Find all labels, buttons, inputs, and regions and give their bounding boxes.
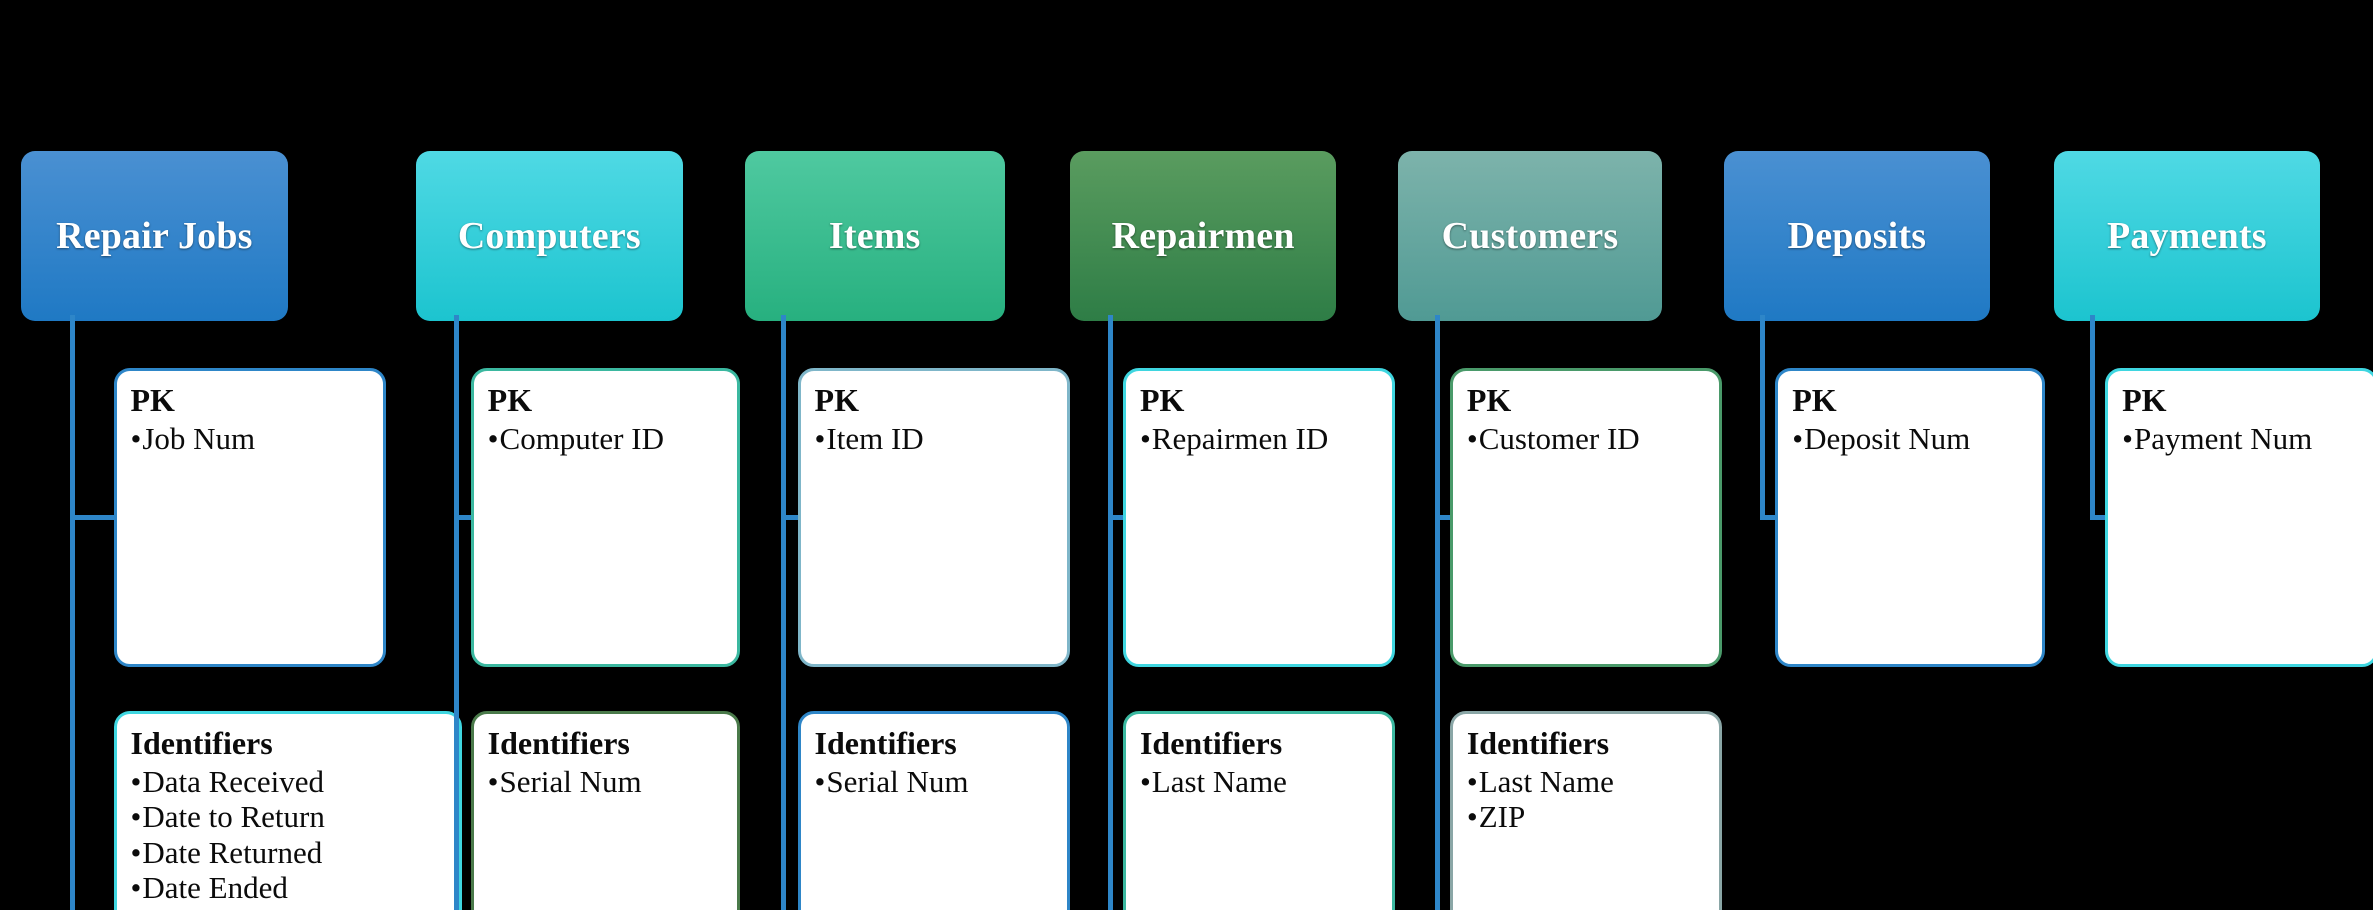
attribute-card-title: Identifiers	[130, 725, 273, 762]
entity-header-payments[interactable]: Payments	[2053, 151, 2321, 321]
attribute-card-identifiers[interactable]: IdentifiersData ReceivedDate to ReturnDa…	[113, 711, 462, 910]
attribute-list: Last Name	[1140, 764, 1382, 799]
attribute-item: Payment Num	[2122, 421, 2364, 456]
attribute-list: Computer ID	[488, 421, 727, 456]
attribute-list: Serial Num	[488, 764, 727, 799]
attribute-list: Last NameZIP	[1467, 764, 1709, 835]
connector-stub	[2089, 514, 2115, 520]
attribute-card-identifiers[interactable]: IdentifiersLast Name	[1122, 711, 1396, 910]
attribute-card-title: PK	[1139, 381, 1185, 418]
connector-stub	[780, 514, 807, 520]
attribute-item: ZIP	[1467, 799, 1709, 834]
attribute-card-pk[interactable]: PKItem ID	[797, 367, 1070, 668]
connector-stub	[1434, 514, 1459, 520]
attribute-card-title: Identifiers	[487, 725, 630, 762]
attribute-card-title: Identifiers	[1139, 725, 1283, 762]
attribute-list: Repairmen ID	[1140, 421, 1382, 456]
attribute-list: Deposit Num	[1792, 421, 2031, 456]
attribute-list: Data ReceivedDate to ReturnDate Returned…	[131, 764, 449, 905]
attribute-item: Customer ID	[1467, 421, 1709, 456]
attribute-item: Date to Return	[131, 799, 449, 834]
attribute-list: Customer ID	[1467, 421, 1709, 456]
attribute-item: Serial Num	[815, 764, 1057, 799]
attribute-list: Job Num	[131, 421, 373, 456]
connector-spine-repairmen	[1107, 314, 1113, 910]
entity-header-repair-jobs[interactable]: Repair Jobs	[21, 151, 288, 321]
attribute-card-title: PK	[487, 381, 533, 418]
attribute-card-pk[interactable]: PKJob Num	[113, 367, 386, 668]
connector-stub	[1107, 514, 1132, 520]
attribute-card-identifiers[interactable]: IdentifiersSerial Num	[797, 711, 1070, 910]
attribute-card-title: PK	[1466, 381, 1512, 418]
connector-spine-deposits	[1760, 314, 1766, 515]
attribute-card-identifiers[interactable]: IdentifiersLast NameZIP	[1449, 711, 1723, 910]
attribute-card-pk[interactable]: PKCustomer ID	[1449, 367, 1723, 668]
attribute-item: Computer ID	[488, 421, 727, 456]
entity-header-customers[interactable]: Customers	[1398, 151, 1662, 321]
attribute-item: Last Name	[1467, 764, 1709, 799]
attribute-item: Last Name	[1140, 764, 1382, 799]
connector-stub	[454, 514, 480, 520]
attribute-card-title: PK	[814, 381, 859, 418]
entity-header-repairmen[interactable]: Repairmen	[1069, 151, 1337, 321]
attribute-card-title: PK	[130, 381, 175, 418]
entity-header-deposits[interactable]: Deposits	[1723, 151, 1991, 321]
attribute-card-title: PK	[1792, 381, 1837, 418]
connector-spine-repair-jobs	[69, 314, 75, 910]
attribute-item: Item ID	[815, 421, 1057, 456]
attribute-card-title: PK	[2122, 381, 2167, 418]
attribute-card-title: Identifiers	[1466, 725, 1610, 762]
attribute-card-title: Identifiers	[814, 725, 957, 762]
attribute-item: Repairmen ID	[1140, 421, 1382, 456]
connector-spine-computers	[454, 314, 460, 910]
attribute-card-pk[interactable]: PKRepairmen ID	[1122, 367, 1396, 668]
entity-header-items[interactable]: Items	[744, 151, 1005, 321]
attribute-list: Serial Num	[815, 764, 1057, 799]
connector-stub	[69, 514, 123, 520]
attribute-item: Data Received	[131, 764, 449, 799]
connector-stub	[1760, 514, 1785, 520]
connector-spine-payments	[2089, 314, 2095, 515]
attribute-card-identifiers[interactable]: IdentifiersSerial Num	[470, 711, 741, 910]
attribute-card-pk[interactable]: PKComputer ID	[470, 367, 741, 668]
attribute-item: Serial Num	[488, 764, 727, 799]
connector-spine-items	[780, 314, 786, 910]
attribute-list: Payment Num	[2122, 421, 2364, 456]
attribute-item: Job Num	[131, 421, 373, 456]
attribute-card-pk[interactable]: PKDeposit Num	[1775, 367, 2045, 668]
attribute-item: Deposit Num	[1792, 421, 2031, 456]
attribute-item: Date Ended	[131, 870, 449, 905]
attribute-item: Date Returned	[131, 835, 449, 870]
entity-header-computers[interactable]: Computers	[416, 151, 683, 321]
connector-spine-customers	[1434, 314, 1440, 910]
attribute-card-pk[interactable]: PKPayment Num	[2105, 367, 2373, 668]
attribute-list: Item ID	[815, 421, 1057, 456]
